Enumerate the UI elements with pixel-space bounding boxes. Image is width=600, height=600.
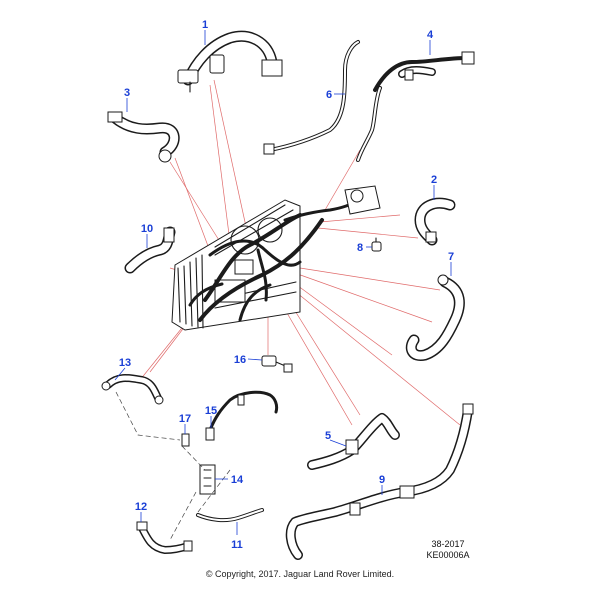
callout-6: 6 [326, 89, 332, 101]
callout-13: 13 [119, 357, 131, 369]
callout-4: 4 [427, 29, 434, 41]
part-4-return-pipe [356, 86, 382, 162]
part-16-connector [261, 355, 293, 373]
part-17-bleed-screw [181, 433, 190, 447]
callout-3: 3 [124, 87, 130, 99]
part-2-hose [414, 197, 456, 246]
callout-9: 9 [379, 474, 385, 486]
callout-10: 10 [141, 223, 153, 235]
part-4-hose [373, 51, 475, 92]
callout-2: 2 [431, 174, 437, 186]
callout-15: 15 [205, 405, 217, 417]
part-15-pipe [205, 390, 279, 441]
part-5-hose [307, 413, 400, 470]
part-7-hose [405, 274, 465, 362]
figure-ref-line2: KE00006A [426, 550, 469, 560]
part-6-pipe [263, 40, 360, 155]
callout-8: 8 [357, 242, 363, 254]
callout-labels: 1 2 3 4 5 6 7 8 9 10 11 12 13 14 15 16 1… [119, 19, 454, 551]
part-10-hose [124, 226, 176, 274]
part-1-radiator-upper-hose [177, 30, 283, 93]
copyright-notice: © Copyright, 2017. Jaguar Land Rover Lim… [206, 569, 394, 579]
figure-ref-line1: 38-2017 [431, 539, 464, 549]
part-13-hose [101, 374, 164, 405]
dashed-reference-lines [115, 391, 231, 541]
callout-1: 1 [202, 19, 208, 31]
part-12-hose [136, 521, 193, 554]
part-8-clip [371, 237, 382, 252]
red-leader-lines [139, 79, 461, 426]
callout-17: 17 [179, 413, 191, 425]
callout-leaders [114, 30, 452, 535]
part-11-pipe [196, 508, 264, 523]
callout-12: 12 [135, 501, 147, 513]
part-3-hose [107, 111, 180, 163]
callout-11: 11 [231, 539, 243, 551]
part-9-hose [285, 403, 474, 560]
part-14-bracket [199, 464, 216, 495]
callout-14: 14 [231, 474, 244, 486]
callout-5: 5 [325, 430, 331, 442]
callout-16: 16 [234, 354, 246, 366]
callout-7: 7 [448, 251, 454, 263]
radiator-assembly [171, 185, 381, 331]
